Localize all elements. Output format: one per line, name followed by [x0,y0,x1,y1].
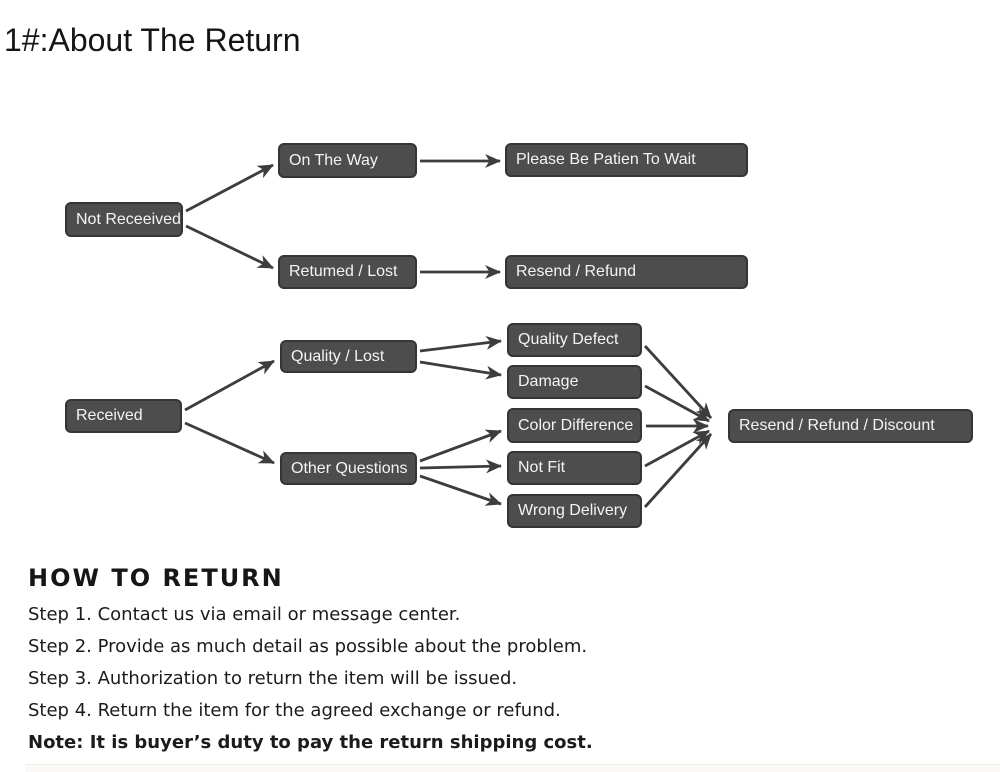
flow-node-resend-refund: Resend / Refund [505,255,748,289]
page-title: 1#:About The Return [4,22,301,58]
flow-node-received: Received [65,399,182,433]
how-to-return-heading: HOW TO RETURN [28,564,284,592]
flow-node-resend-refund-discount: Resend / Refund / Discount [728,409,973,443]
flow-node-quality-lost: Quality / Lost [280,340,417,373]
return-note: Note: It is buyer’s duty to pay the retu… [28,732,593,753]
flow-node-on-the-way: On The Way [278,143,417,178]
return-step-4: Step 4. Return the item for the agreed e… [28,700,561,721]
flow-node-damage: Damage [507,365,642,399]
flow-node-quality-defect: Quality Defect [507,323,642,357]
flow-node-other-questions: Other Questions [280,452,417,485]
flow-node-wrong-delivery: Wrong Delivery [507,494,642,528]
flow-node-not-received: Not Receeived [65,202,183,237]
flow-node-color-difference: Color Difference [507,408,642,443]
flow-node-not-fit: Not Fit [507,451,642,485]
flow-node-returned-lost: Retumed / Lost [278,255,417,289]
flow-node-please-be-patient: Please Be Patien To Wait [505,143,748,177]
return-step-2: Step 2. Provide as much detail as possib… [28,636,588,657]
bottom-cutoff-bar [25,764,1000,772]
return-step-1: Step 1. Contact us via email or message … [28,604,461,625]
how-to-return-section: HOW TO RETURN Step 1. Contact us via ema… [28,564,593,759]
return-step-3: Step 3. Authorization to return the item… [28,668,518,689]
